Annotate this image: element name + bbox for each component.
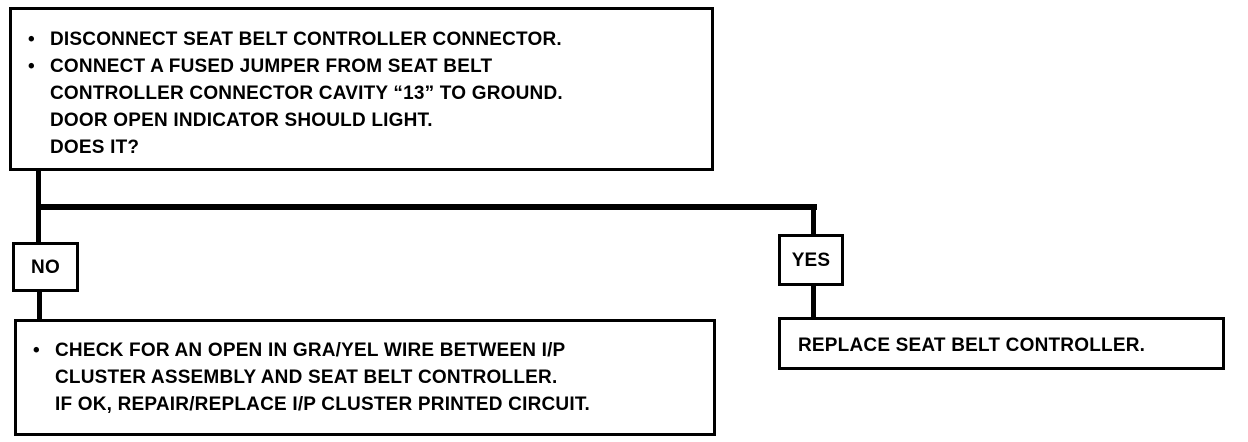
connector-no-down: [36, 204, 41, 246]
yes-label: YES: [791, 249, 831, 271]
no-outcome-box: • CHECK FOR AN OPEN IN GRA/YEL WIRE BETW…: [14, 319, 716, 436]
connector-yes-down: [811, 204, 816, 238]
check-text-cont: IF OK, REPAIR/REPLACE I/P CLUSTER PRINTE…: [55, 394, 591, 415]
yes-outcome-box: REPLACE SEAT BELT CONTROLLER.: [778, 317, 1225, 370]
no-label: NO: [31, 256, 60, 278]
bullet: •: [33, 340, 40, 361]
check-text: CHECK FOR AN OPEN IN GRA/YEL WIRE BETWEE…: [55, 340, 566, 361]
step-text-cont: DOOR OPEN INDICATOR SHOULD LIGHT.: [50, 110, 433, 131]
step-text-cont: CONTROLLER CONNECTOR CAVITY “13” TO GROU…: [50, 83, 563, 104]
step-disconnect: • DISCONNECT SEAT BELT CONTROLLER CONNEC…: [28, 26, 711, 53]
no-label-box: NO: [12, 242, 79, 292]
step-connect-jumper: • CONNECT A FUSED JUMPER FROM SEAT BELT: [28, 53, 711, 80]
connector-top-down: [36, 170, 41, 210]
bullet: •: [28, 56, 35, 77]
decision-box: • DISCONNECT SEAT BELT CONTROLLER CONNEC…: [9, 7, 714, 171]
connector-yes-to-box: [811, 283, 816, 321]
connector-no-to-box: [37, 289, 42, 322]
step-text: CONNECT A FUSED JUMPER FROM SEAT BELT: [50, 56, 493, 77]
replace-text: REPLACE SEAT BELT CONTROLLER.: [798, 335, 1146, 356]
question-text: DOES IT?: [50, 137, 140, 158]
step-text: DISCONNECT SEAT BELT CONTROLLER CONNECTO…: [50, 29, 562, 50]
yes-label-box: YES: [778, 234, 844, 286]
check-text-cont: CLUSTER ASSEMBLY AND SEAT BELT CONTROLLE…: [55, 367, 558, 388]
connector-horizontal: [36, 204, 817, 210]
check-step: • CHECK FOR AN OPEN IN GRA/YEL WIRE BETW…: [33, 337, 713, 364]
bullet: •: [28, 29, 35, 50]
